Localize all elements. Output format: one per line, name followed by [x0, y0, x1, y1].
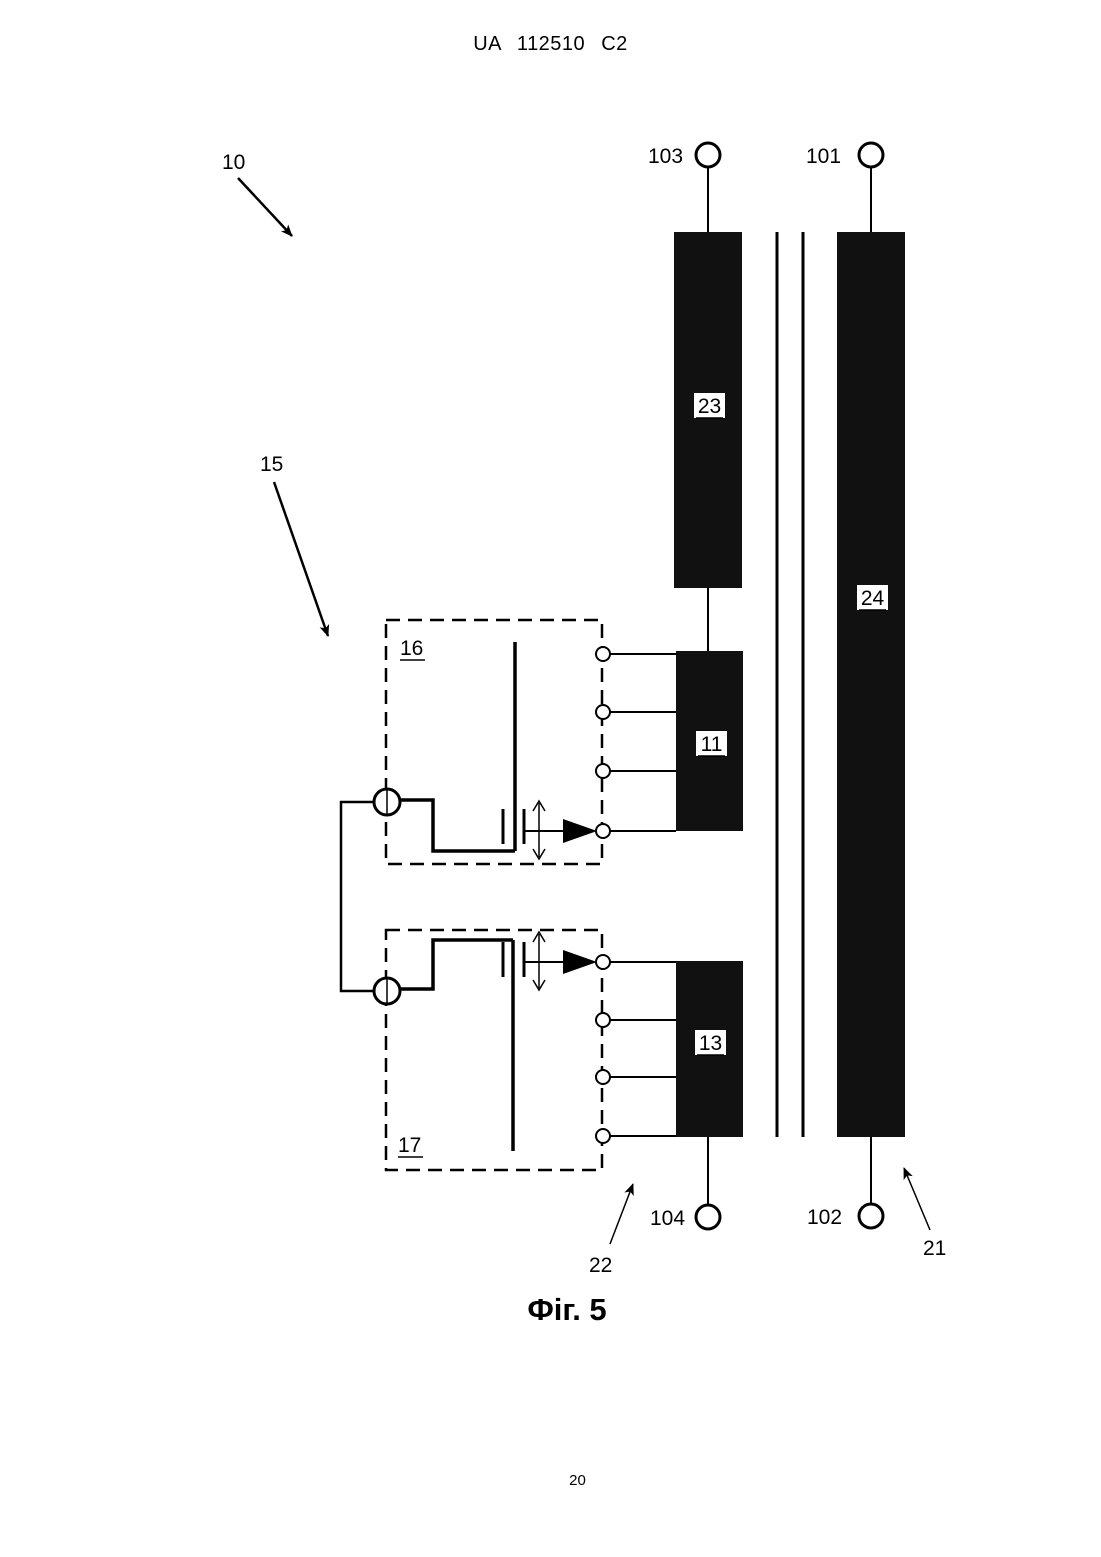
contact-arrowhead-icon [563, 950, 597, 974]
block-11-label: 11 [701, 733, 723, 756]
block-24-rect [837, 232, 905, 1137]
tap-contact [596, 764, 610, 778]
tap-contact [596, 1070, 610, 1084]
label-22-group: 22 [589, 1184, 633, 1277]
block-24-label: 24 [861, 587, 885, 610]
arrow-21 [904, 1168, 930, 1230]
terminal-103: 103 [648, 143, 720, 232]
module-16-selector [503, 801, 597, 859]
label-10-group: 10 [222, 151, 292, 236]
terminal-101-label: 101 [806, 145, 841, 168]
terminal-104: 104 [650, 1137, 720, 1230]
label-21: 21 [923, 1237, 946, 1260]
module-17: 17 [374, 930, 676, 1170]
block-13-label: 13 [699, 1032, 722, 1055]
terminal-101-circle [859, 143, 883, 167]
arrow-15 [274, 482, 328, 636]
arrow-10 [238, 178, 292, 236]
terminal-101: 101 [806, 143, 883, 232]
tap-contact [596, 705, 610, 719]
module-16-taps [596, 647, 676, 838]
contact-arrowhead-icon [563, 819, 597, 843]
tap-contact [596, 1129, 610, 1143]
tap-contact [596, 1013, 610, 1027]
module-link-wire [341, 802, 374, 991]
terminal-102: 102 [807, 1137, 883, 1229]
tap-contact [596, 824, 610, 838]
page-number: 20 [0, 1472, 1101, 1489]
terminal-102-circle [859, 1204, 883, 1228]
terminal-103-label: 103 [648, 145, 683, 168]
module-17-label: 17 [398, 1134, 421, 1157]
terminal-102-label: 102 [807, 1206, 842, 1229]
block-24: 24 [837, 232, 905, 1137]
label-15-group: 15 [260, 453, 328, 636]
module-16-label: 16 [400, 637, 423, 660]
label-10: 10 [222, 151, 245, 174]
label-22: 22 [589, 1254, 612, 1277]
module-16: 16 [374, 620, 676, 864]
block-23: 23 [674, 232, 742, 588]
tap-contact [596, 647, 610, 661]
block-23-label: 23 [698, 395, 721, 418]
block-13: 13 [676, 961, 743, 1137]
block-11: 11 [676, 651, 743, 831]
terminal-104-label: 104 [650, 1207, 685, 1230]
label-15: 15 [260, 453, 283, 476]
module-17-taps [596, 955, 676, 1143]
tap-contact [596, 955, 610, 969]
figure-caption: Фіг. 5 [527, 1292, 606, 1327]
label-21-group: 21 [904, 1168, 946, 1260]
terminal-103-circle [696, 143, 720, 167]
arrow-22 [610, 1184, 633, 1244]
module-17-selector [503, 932, 597, 990]
terminal-104-circle [696, 1205, 720, 1229]
